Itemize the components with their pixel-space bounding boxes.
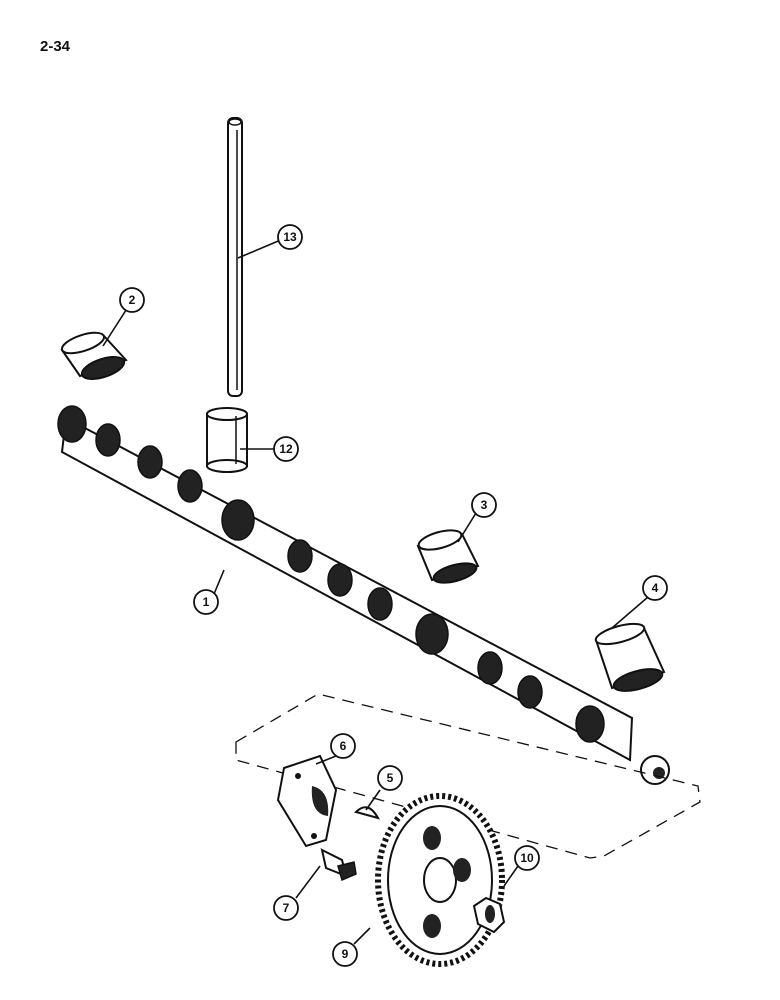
leader-line-5 bbox=[365, 789, 381, 811]
leader-line-9 bbox=[353, 927, 371, 945]
callout-number: 5 bbox=[387, 771, 394, 785]
callout-number: 1 bbox=[203, 595, 210, 609]
bolt bbox=[320, 848, 357, 882]
callout-number: 9 bbox=[342, 947, 349, 961]
callout-13: 13 bbox=[277, 224, 303, 250]
page-number: 2-34 bbox=[40, 38, 71, 55]
woodruff-key bbox=[354, 806, 381, 820]
leader-line-7 bbox=[295, 865, 321, 899]
callout-12: 12 bbox=[273, 436, 299, 462]
leader-line-1 bbox=[213, 569, 225, 595]
push-rod bbox=[227, 117, 243, 397]
leader-line-6 bbox=[315, 755, 337, 765]
callout-4: 4 bbox=[642, 575, 668, 601]
callout-7: 7 bbox=[273, 895, 299, 921]
callout-number: 4 bbox=[652, 581, 659, 595]
callout-10: 10 bbox=[514, 845, 540, 871]
callout-number: 13 bbox=[283, 230, 297, 244]
callout-number: 2 bbox=[129, 293, 136, 307]
leader-line-10 bbox=[503, 865, 519, 887]
callout-9: 9 bbox=[332, 941, 358, 967]
thrust-plate bbox=[276, 754, 338, 848]
callout-number: 7 bbox=[283, 901, 290, 915]
camshaft bbox=[57, 405, 670, 785]
camshaft-gear bbox=[375, 793, 505, 967]
callout-5: 5 bbox=[377, 765, 403, 791]
callout-2: 2 bbox=[119, 287, 145, 313]
leader-line-4 bbox=[611, 596, 649, 629]
rear-bearing bbox=[594, 622, 666, 692]
callout-number: 12 bbox=[279, 442, 293, 456]
callout-3: 3 bbox=[471, 492, 497, 518]
callout-number: 3 bbox=[481, 498, 488, 512]
leader-line-2 bbox=[102, 306, 129, 347]
nut bbox=[472, 896, 506, 934]
callout-1: 1 bbox=[193, 589, 219, 615]
callout-number: 6 bbox=[340, 739, 347, 753]
leader-line-3 bbox=[457, 512, 477, 543]
front-bearing bbox=[60, 331, 128, 380]
assembly-group-outline bbox=[235, 693, 701, 859]
callout-number: 10 bbox=[520, 851, 534, 865]
callout-6: 6 bbox=[330, 733, 356, 759]
tappet bbox=[206, 407, 248, 473]
leader-line-13 bbox=[237, 238, 284, 259]
intermediate-bearing bbox=[416, 529, 480, 584]
